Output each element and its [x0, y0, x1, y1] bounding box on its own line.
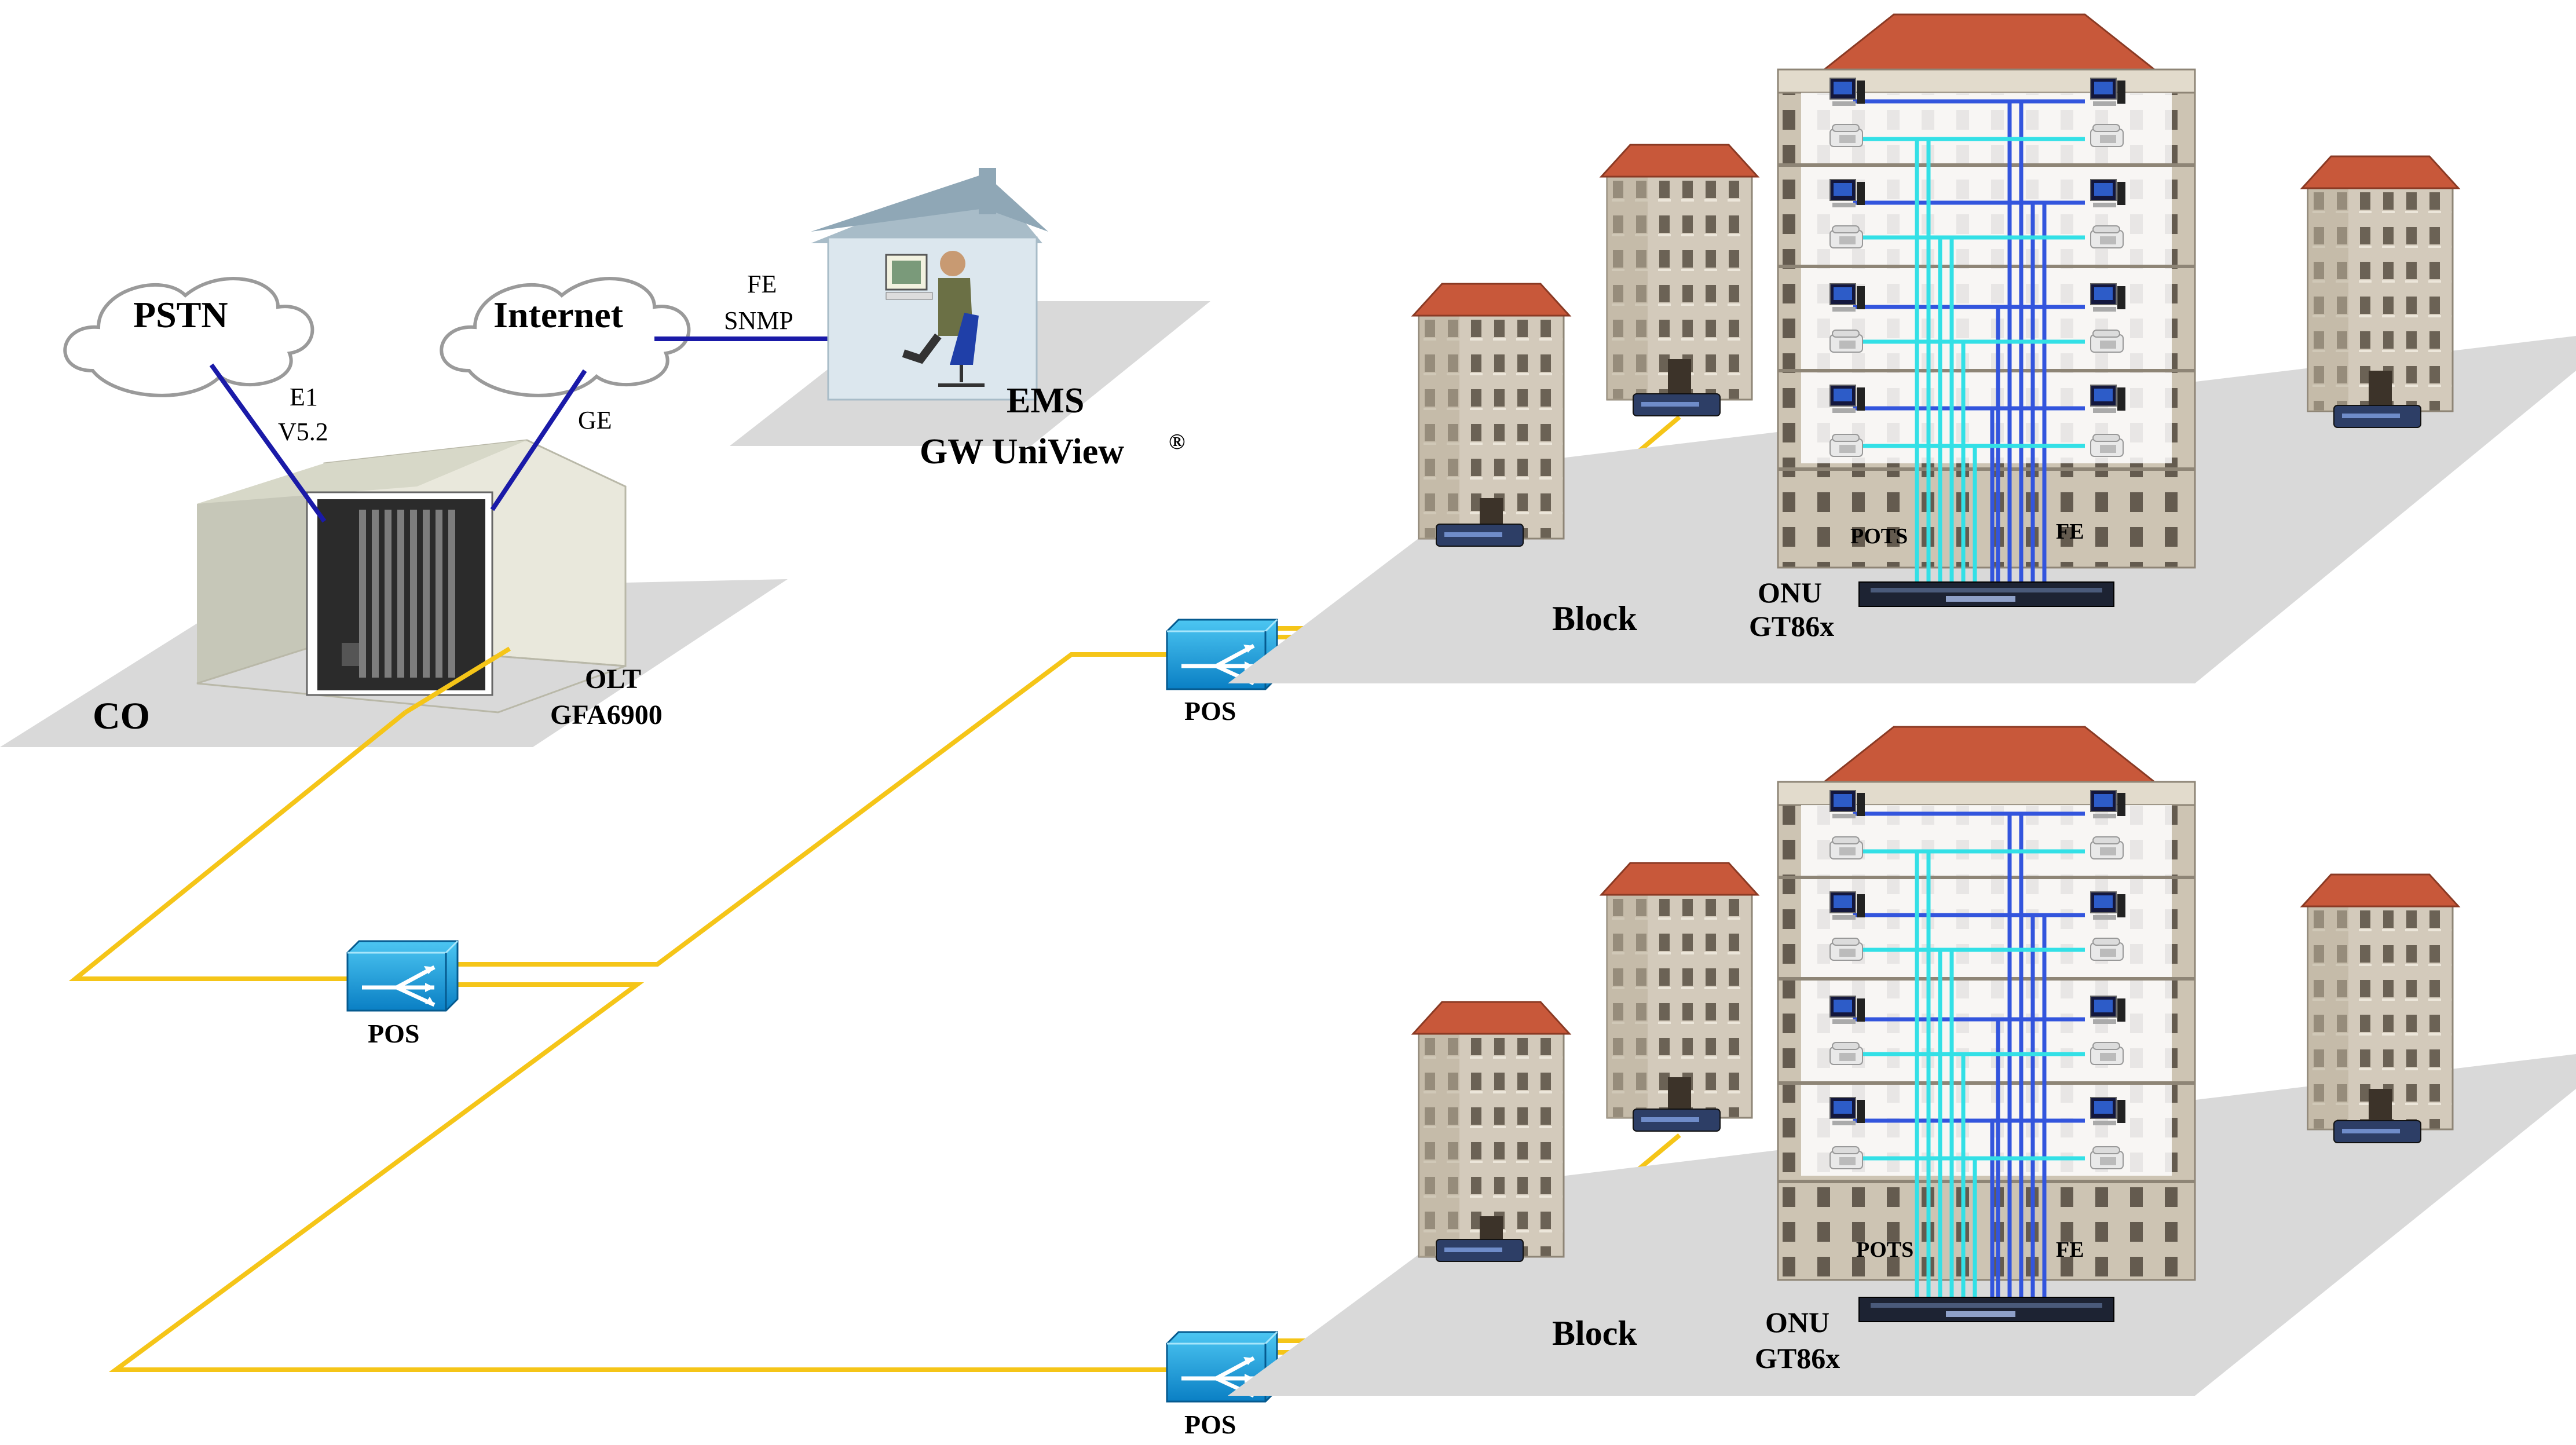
ems-product-name: GW UniView: [920, 432, 1124, 471]
building-bottom-1: [1412, 1001, 1571, 1258]
ems-workstation-icon[interactable]: [885, 251, 985, 387]
building-top-2: [1600, 144, 1759, 401]
fe-label-top: FE: [2056, 520, 2084, 544]
pos-splitter-co[interactable]: [347, 941, 458, 1011]
modem-top-1: [1436, 524, 1524, 547]
ems-registered-mark: ®: [1169, 430, 1185, 454]
pos-label-co: POS: [368, 1019, 419, 1048]
modem-bottom-2: [1633, 1109, 1721, 1132]
block-label-top: Block: [1552, 599, 1637, 638]
pos-label-bottom: POS: [1184, 1410, 1236, 1439]
building-top-1: [1412, 283, 1571, 540]
pos-label-top: POS: [1184, 696, 1236, 726]
onu-label-top: ONU: [1758, 576, 1822, 609]
pstn-cloud[interactable]: PSTN: [63, 277, 314, 397]
olt-model-label: GFA6900: [550, 700, 663, 730]
e1-label: E1: [290, 383, 318, 411]
pstn-label: PSTN: [133, 294, 228, 335]
olt-rack[interactable]: [306, 491, 493, 696]
onu-bottom[interactable]: [1858, 1297, 2114, 1322]
large-building-top: [1777, 13, 2196, 591]
ems-site: [730, 168, 1210, 446]
co-label: CO: [93, 695, 150, 737]
onu-label-bottom: ONU: [1765, 1306, 1829, 1338]
internet-cloud[interactable]: Internet: [440, 277, 691, 397]
building-top-3: [2301, 155, 2460, 412]
ems-title: EMS: [1007, 381, 1084, 420]
building-bottom-2: [1600, 862, 1759, 1119]
building-bottom-3: [2301, 873, 2460, 1131]
ge-label: GE: [578, 406, 612, 434]
pots-label-top: POTS: [1850, 524, 1908, 548]
olt-label: OLT: [585, 664, 641, 694]
modem-top-3: [2333, 405, 2421, 428]
onu-top[interactable]: [1858, 581, 2114, 607]
pots-label-bottom: POTS: [1856, 1238, 1913, 1262]
block-bottom: POTS FE ONU GT86x Block: [1228, 726, 2576, 1396]
fe-link-label: FE: [747, 270, 777, 298]
onu-model-top: GT86x: [1749, 610, 1834, 642]
fe-label-bottom: FE: [2056, 1238, 2084, 1262]
v52-label: V5.2: [278, 418, 328, 446]
large-building-bottom: [1777, 726, 2196, 1303]
modem-top-2: [1633, 393, 1721, 416]
modem-bottom-3: [2333, 1120, 2421, 1143]
modem-bottom-1: [1436, 1239, 1524, 1262]
block-label-bottom: Block: [1552, 1314, 1637, 1352]
snmp-label: SNMP: [724, 306, 793, 335]
onu-model-bottom: GT86x: [1755, 1342, 1840, 1374]
internet-label: Internet: [493, 294, 624, 335]
block-top: POTS FE ONU GT86x Block: [1228, 13, 2576, 683]
